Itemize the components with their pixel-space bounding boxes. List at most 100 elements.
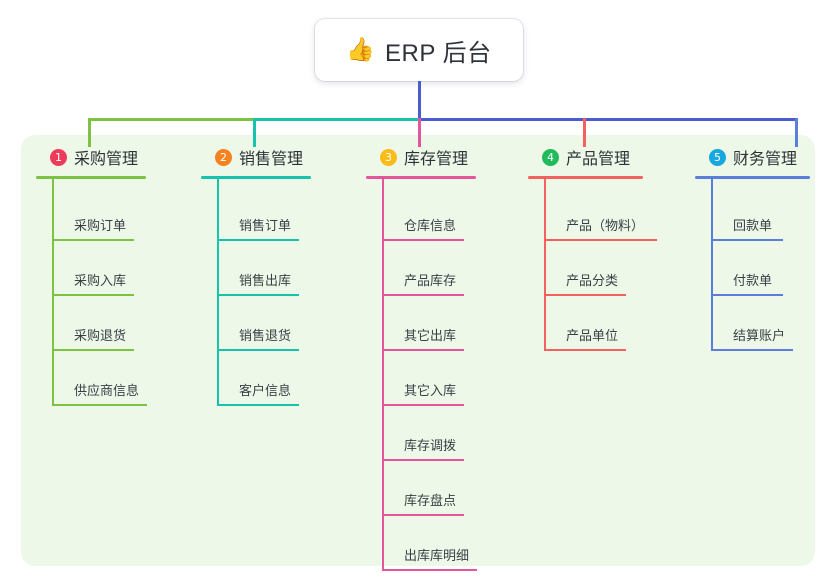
branch-spine (52, 176, 54, 406)
root-title: ERP 后台 (385, 39, 492, 67)
branch-leaf-label: 产品单位 (566, 328, 619, 343)
branch-leaf-item[interactable]: 库存调拨 (382, 406, 470, 461)
branch-leaf-label: 其它入库 (404, 383, 457, 398)
branch-title: 库存管理 (404, 151, 469, 168)
branch-header-4[interactable]: 4 产品管理 (528, 145, 630, 169)
branch-leaf-item[interactable]: 其它入库 (382, 351, 470, 406)
branch-leaf-label: 库存调拨 (404, 438, 457, 453)
branch-leaf-rule (544, 349, 626, 351)
branch-leaf-item[interactable]: 产品单位 (544, 296, 632, 351)
branch-spine (711, 176, 713, 351)
branch-leaf-item[interactable]: 采购入库 (52, 241, 140, 296)
branch-header-2[interactable]: 2 销售管理 (201, 145, 303, 169)
branch-leaf-item[interactable]: 付款单 (711, 241, 789, 296)
branch-spine (217, 176, 219, 406)
bus-segment-1 (88, 118, 256, 121)
branch-leaf-rule (217, 404, 299, 406)
branch-leaf-label: 结算账户 (733, 328, 786, 343)
branch-leaf-rule (217, 239, 299, 241)
branch-leaf-rule (52, 404, 147, 406)
branch-leaf-rule (52, 349, 134, 351)
branch-leaf-label: 库存盘点 (404, 493, 457, 508)
branch-leaf-rule (52, 294, 134, 296)
branch-header-3[interactable]: 3 库存管理 (366, 145, 468, 169)
root-node-card[interactable]: 👍 ERP 后台 (315, 19, 523, 81)
branch-leaf-item[interactable]: 仓库信息 (382, 186, 470, 241)
branch-leaf-item[interactable]: 销售出库 (217, 241, 305, 296)
branch-column-4: 4 产品管理产品（物料） 产品分类产品单位 (528, 145, 657, 351)
branch-column-1: 1 采购管理采购订单采购入库采购退货供应商信息 (36, 145, 147, 406)
branch-leaf-item[interactable]: 客户信息 (217, 351, 305, 406)
branch-leaf-item[interactable]: 产品分类 (544, 241, 632, 296)
branch-leaf-label: 销售出库 (239, 273, 292, 288)
branch-number-badge: 3 (380, 148, 397, 166)
branch-leaf-rule (217, 349, 299, 351)
branch-leaf-label: 采购退货 (74, 328, 127, 343)
branch-leaf-item[interactable]: 销售订单 (217, 186, 305, 241)
branch-spine (544, 176, 546, 351)
drop-line-2 (253, 118, 256, 147)
branch-header-rule (36, 176, 146, 179)
trunk-line (417, 81, 421, 121)
branch-header-rule (366, 176, 476, 179)
branch-leaf-rule (382, 514, 464, 516)
branch-leaf-rule (544, 294, 626, 296)
branch-header-rule (201, 176, 311, 179)
branch-leaf-label: 销售订单 (239, 218, 292, 233)
branch-leaf-rule (382, 459, 464, 461)
branch-header-rule (528, 176, 643, 179)
branch-leaf-rule (382, 294, 464, 296)
branch-number-badge: 1 (50, 148, 67, 166)
branch-column-5: 5 财务管理回款单付款单结算账户 (695, 145, 810, 351)
branch-title: 采购管理 (74, 151, 139, 168)
branch-leaf-label: 产品库存 (404, 273, 457, 288)
branch-title: 销售管理 (239, 151, 304, 168)
branch-leaf-item[interactable]: 产品（物料） (544, 186, 663, 241)
branch-leaf-rule (711, 349, 793, 351)
branch-number-badge: 4 (542, 148, 559, 166)
branch-leaf-item[interactable]: 出库库明细 (382, 516, 483, 571)
drop-line-1 (88, 118, 91, 147)
branch-leaf-item[interactable]: 采购订单 (52, 186, 140, 241)
branch-leaf-label: 供应商信息 (74, 383, 140, 398)
branch-number-badge: 2 (215, 148, 232, 166)
branch-title: 财务管理 (733, 151, 798, 168)
branch-leaf-item[interactable]: 回款单 (711, 186, 789, 241)
branch-header-1[interactable]: 1 采购管理 (36, 145, 138, 169)
branch-leaf-item[interactable]: 销售退货 (217, 296, 305, 351)
branch-leaf-rule (382, 569, 477, 571)
branch-leaf-label: 采购订单 (74, 218, 127, 233)
branch-leaf-item[interactable]: 采购退货 (52, 296, 140, 351)
branch-spine (382, 176, 384, 571)
branch-leaf-rule (52, 239, 134, 241)
branch-leaf-label: 销售退货 (239, 328, 292, 343)
branch-leaf-label: 出库库明细 (404, 548, 470, 563)
branch-leaf-label: 付款单 (733, 273, 773, 288)
branch-leaf-rule (382, 239, 464, 241)
branch-leaf-label: 仓库信息 (404, 218, 457, 233)
drop-line-3 (418, 118, 421, 147)
branch-leaf-item[interactable]: 库存盘点 (382, 461, 470, 516)
branch-header-5[interactable]: 5 财务管理 (695, 145, 797, 169)
branch-title: 产品管理 (566, 151, 631, 168)
branch-column-2: 2 销售管理销售订单销售出库销售退货客户信息 (201, 145, 311, 406)
drop-line-4 (583, 118, 586, 147)
branch-leaf-rule (217, 294, 299, 296)
branch-leaf-rule (711, 239, 783, 241)
branch-leaf-label: 其它出库 (404, 328, 457, 343)
branch-leaf-item[interactable]: 产品库存 (382, 241, 470, 296)
branch-leaf-item[interactable]: 其它出库 (382, 296, 470, 351)
branch-leaf-label: 回款单 (733, 218, 773, 233)
branch-leaf-rule (544, 239, 657, 241)
bus-segment-3 (419, 118, 798, 121)
branch-number-badge: 5 (709, 148, 726, 166)
branch-leaf-rule (711, 294, 783, 296)
branch-leaf-label: 产品分类 (566, 273, 619, 288)
branch-column-3: 3 库存管理仓库信息产品库存其它出库其它入库库存调拨库存盘点出库库明细 (366, 145, 477, 571)
bus-segment-2 (253, 118, 422, 121)
branch-leaf-item[interactable]: 结算账户 (711, 296, 799, 351)
branch-leaf-item[interactable]: 供应商信息 (52, 351, 153, 406)
branch-leaf-rule (382, 349, 464, 351)
branch-leaf-label: 产品（物料） (566, 218, 645, 233)
